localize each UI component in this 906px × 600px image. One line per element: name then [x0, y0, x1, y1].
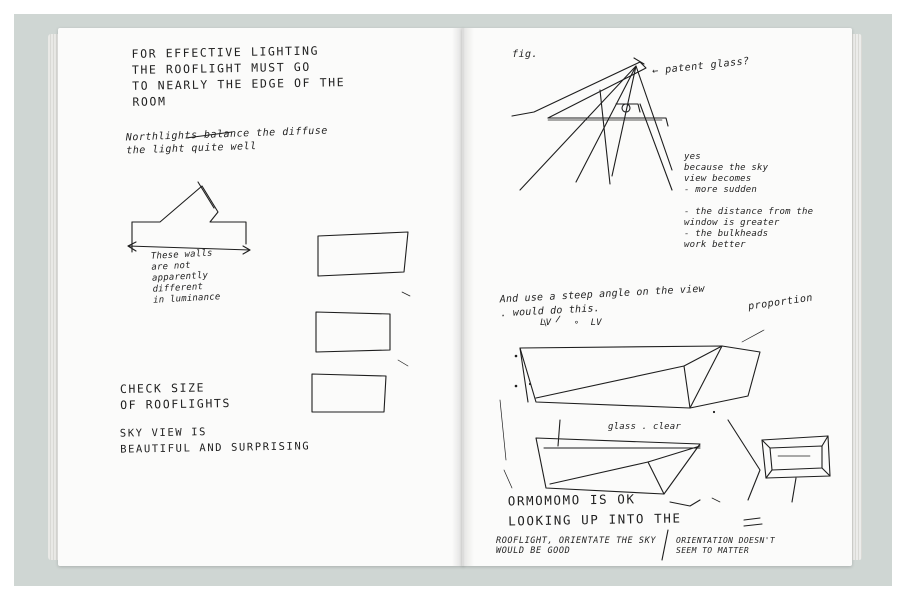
yes-because-note: yes because the sky view becomes - more … — [684, 152, 814, 250]
perspective-sketch-upper — [499, 329, 765, 461]
perspective-sketch-lower — [503, 419, 721, 507]
fig-label: fig. — [512, 49, 539, 60]
strikethrough-mark — [185, 131, 233, 139]
roof-section-sketch — [127, 181, 251, 255]
rooflight-size-rectangles — [311, 231, 411, 413]
lv-label: LV ∘ LV — [540, 318, 602, 328]
rooflight-section-sketch — [511, 57, 673, 191]
page-edges-right — [852, 34, 862, 560]
bottom-right-note: ORIENTATION DOESN'T SEEM TO MATTER — [676, 536, 776, 555]
page-edges-left — [48, 34, 60, 560]
book-gutter — [452, 28, 474, 566]
divider-slash — [661, 529, 669, 561]
room-perspective-sketch — [727, 419, 831, 503]
emphasis-strokes — [743, 517, 763, 527]
glass-clear-label: glass . clear — [608, 422, 682, 432]
pen-marks — [543, 315, 561, 327]
bottom-left-note: ROOFLIGHT, ORIENTATE THE SKY WOULD BE GO… — [496, 536, 657, 556]
left-page — [58, 28, 464, 566]
